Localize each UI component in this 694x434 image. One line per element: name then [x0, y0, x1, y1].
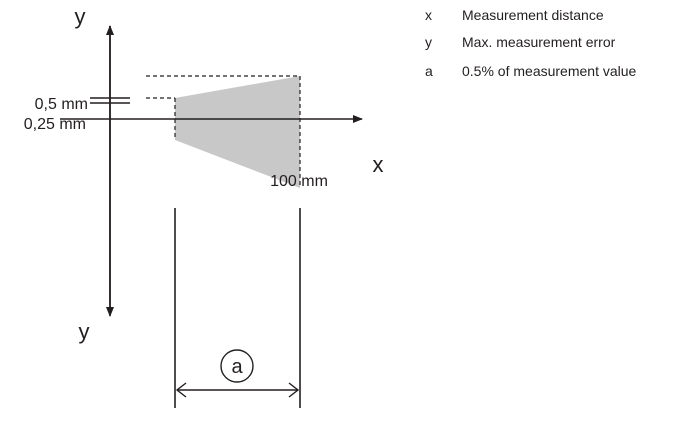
tick-lower-label: 0,25 mm: [24, 116, 86, 133]
x-axis-label: x: [373, 152, 384, 177]
legend-text-y: Max. measurement error: [462, 34, 616, 50]
y-axis-top-label: y: [75, 4, 86, 29]
tick-upper-label: 0,5 mm: [35, 96, 88, 113]
dimension-marker-circle: [220, 349, 254, 383]
distance-label: 100 mm: [270, 173, 328, 190]
legend-key-x: x: [425, 7, 432, 23]
dimension-marker-label: a: [231, 356, 243, 378]
legend: x Measurement distance y Max. measuremen…: [425, 7, 637, 79]
legend-text-x: Measurement distance: [462, 7, 604, 23]
legend-key-a: a: [425, 63, 433, 79]
y-axis-bottom-label: y: [79, 319, 90, 344]
legend-text-a: 0.5% of measurement value: [462, 63, 637, 79]
dimension-arrowhead-left: [175, 382, 187, 398]
error-band: [175, 76, 300, 188]
legend-key-y: y: [425, 34, 432, 50]
dimension-arrowhead-right: [288, 382, 300, 398]
